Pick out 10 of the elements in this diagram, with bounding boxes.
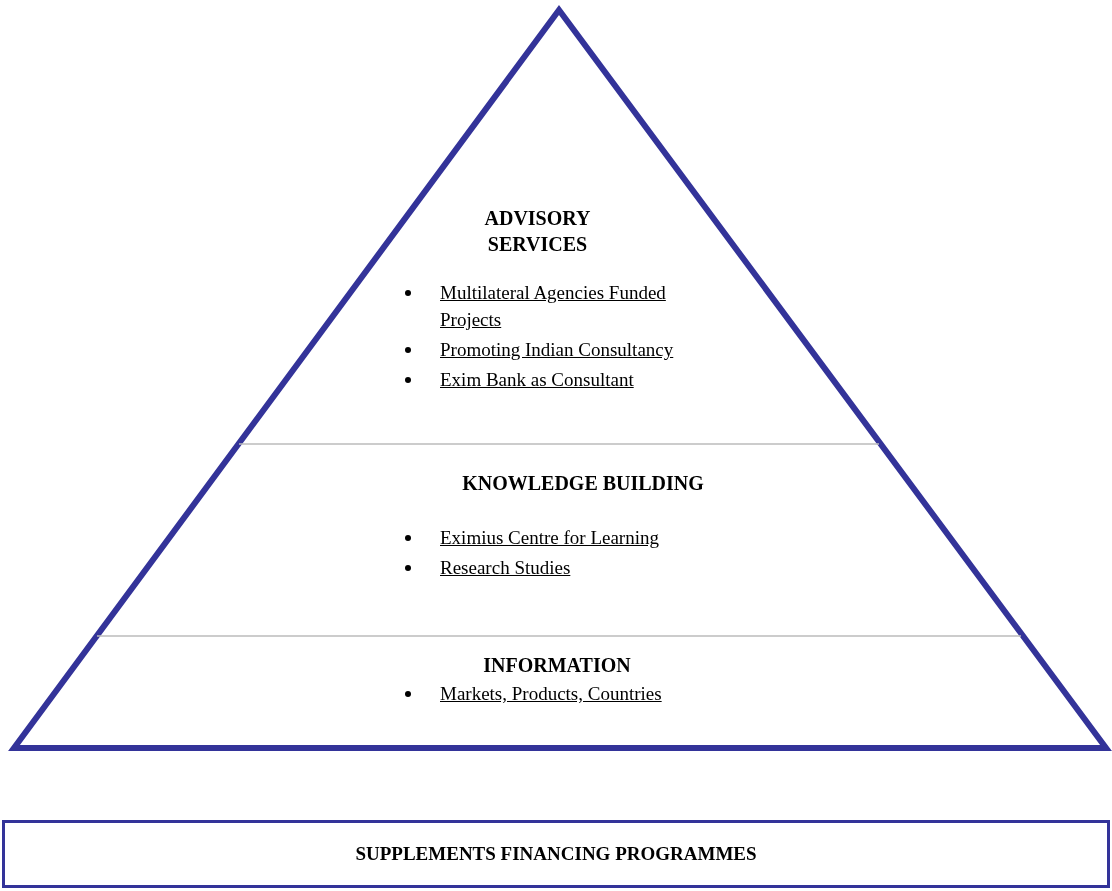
program-box: SUPPLEMENTS FINANCING PROGRAMMES xyxy=(2,820,1110,888)
list-item: Multilateral Agencies Funded Projects xyxy=(440,282,666,330)
list-item: Eximius Centre for Learning xyxy=(440,527,659,548)
list-item: Promoting Indian Consultancy xyxy=(440,339,674,360)
list-item: Exim Bank as Consultant xyxy=(440,369,634,390)
tier-heading: INFORMATION xyxy=(482,653,632,678)
tier-heading: KNOWLEDGE BUILDING xyxy=(461,471,705,496)
list-item: Markets, Products, Countries xyxy=(440,683,662,704)
list-item: Research Studies xyxy=(440,557,571,578)
tier-heading: ADVISORY SERVICES xyxy=(483,206,592,257)
